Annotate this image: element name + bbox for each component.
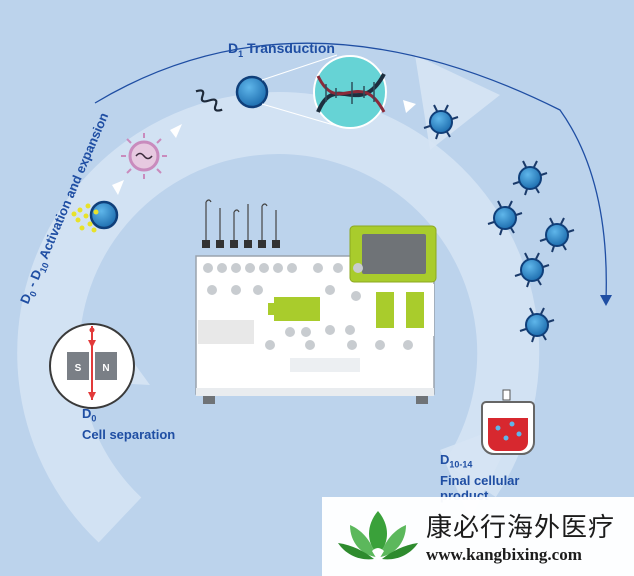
- iv-bag-icon: [481, 389, 535, 455]
- watermark-banner: 康必行海外医疗 www.kangbixing.com: [322, 497, 634, 576]
- cell-icon: [235, 75, 269, 109]
- watermark-chinese-text: 康必行海外医疗: [426, 513, 616, 543]
- machine-icon: [195, 199, 437, 404]
- magnet-north-label: N: [102, 363, 109, 374]
- transduction-text: Transduction: [243, 40, 335, 56]
- dna-icon: [195, 89, 223, 112]
- step-transduction-label: D1 Transduction: [228, 40, 335, 59]
- final-day-sub: 10-14: [449, 459, 473, 470]
- magnet-icon: S N: [49, 323, 135, 409]
- separation-text: Cell separation: [82, 426, 176, 442]
- separation-day: D: [82, 406, 92, 421]
- activated-cell-icon: [71, 200, 119, 233]
- step-separation-label: D0 Cell separation: [82, 406, 175, 442]
- lotus-logo-icon: [338, 511, 418, 561]
- separation-day-sub: 0: [91, 413, 97, 424]
- magnet-south-label: S: [75, 363, 82, 374]
- transduction-day: D: [228, 40, 239, 56]
- final-text-line1: Final cellular: [440, 472, 520, 488]
- watermark-url: www.kangbixing.com: [426, 545, 582, 564]
- dna-magnified-icon: [313, 55, 387, 129]
- step-final-product-label: D10-14 Final cellular product: [440, 452, 519, 503]
- final-day: D: [440, 452, 450, 467]
- transduction-day-sub: 1: [238, 48, 244, 59]
- small-triangle-marker: [112, 100, 416, 195]
- zoom-lines: [261, 54, 338, 127]
- virus-icon: [121, 133, 167, 179]
